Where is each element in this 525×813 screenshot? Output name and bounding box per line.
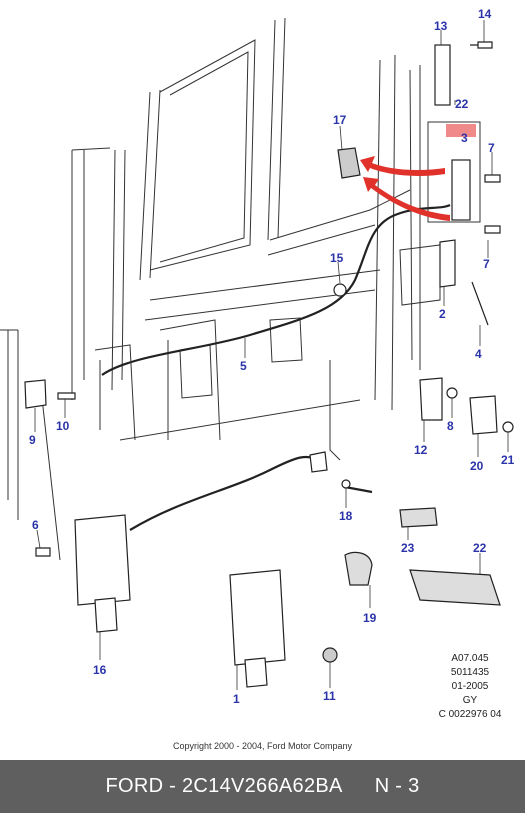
part-16-lock [74,514,131,606]
part-20-plate [469,395,498,435]
part-2-striker [439,239,456,288]
footer-bar: FORD - 2C14V266A62BA N - 3 [0,760,525,813]
ref-line-3: 01-2005 [451,681,489,692]
parts-diagram: 14 13 22 17 3 7 7 15 2 4 5 9 10 12 8 20 … [0,7,515,706]
part-10-screw [57,392,76,400]
components [24,41,514,688]
callout-12: 12 [414,443,428,457]
part-17-cap [337,147,361,179]
cables [101,203,451,531]
callout-22-lower: 22 [473,541,487,555]
callout-19: 19 [363,611,377,625]
callout-1: 1 [233,692,240,706]
callout-10: 10 [56,419,70,433]
drawing-reference: A07.045 5011435 01-2005 GY C 0022976 04 [425,652,515,722]
red-arrows [360,156,450,221]
callout-11: 11 [323,689,336,703]
ref-line-4: GY [462,695,478,706]
callout-8: 8 [447,419,454,433]
part-13-plate [434,44,451,106]
callout-7-lower: 7 [483,257,490,271]
part-3-hinge [451,159,471,221]
part-14-screw [470,41,493,49]
callout-5: 5 [240,359,247,373]
ref-line-1: A07.045 [451,653,489,664]
callout-17: 17 [333,113,347,127]
part-19-cover [344,551,373,586]
callout-3: 3 [461,131,468,145]
callout-9: 9 [29,433,36,447]
callout-21: 21 [501,453,515,467]
callout-20: 20 [470,459,484,473]
part-9-bracket [24,379,47,409]
copyright-notice: Copyright 2000 - 2004, Ford Motor Compan… [172,741,353,751]
part-1-lock [229,569,286,666]
callout-2: 2 [439,307,446,321]
footer-part-number: FORD - 2C14V266A62BA [105,775,343,797]
callout-16: 16 [93,663,107,677]
part-18-clip-body [309,451,328,473]
part-6-screw [35,547,51,557]
callout-18: 18 [339,509,353,523]
part-23-clip [399,507,438,528]
part-18-clip [341,479,351,489]
callout-22-upper: 22 [455,97,469,111]
part-4-rod [471,281,489,326]
callout-13: 13 [434,19,448,33]
part-12-bracket [419,377,443,421]
part-8-nut [446,387,458,399]
footer-page: N - 3 [374,775,420,797]
part-21-nut [502,421,514,433]
callout-6: 6 [32,518,39,532]
part-7-screw-upper [484,174,501,183]
ref-line-2: 5011435 [450,667,490,678]
callout-15: 15 [330,251,344,265]
leader-lines [34,20,509,690]
part-11-knob [322,647,338,663]
callout-23: 23 [401,541,415,555]
part-15-grommet [333,283,347,297]
callout-labels: 14 13 22 17 3 7 7 15 2 4 5 9 10 12 8 20 … [29,7,515,706]
callout-7-upper: 7 [488,141,495,155]
callout-14: 14 [478,7,492,21]
door-frame-lines [0,17,441,561]
callout-4: 4 [475,347,482,361]
ref-line-5: C 0022976 04 [438,709,502,720]
part-22-clip-strip [409,569,501,606]
part-7-screw-lower [484,225,501,234]
